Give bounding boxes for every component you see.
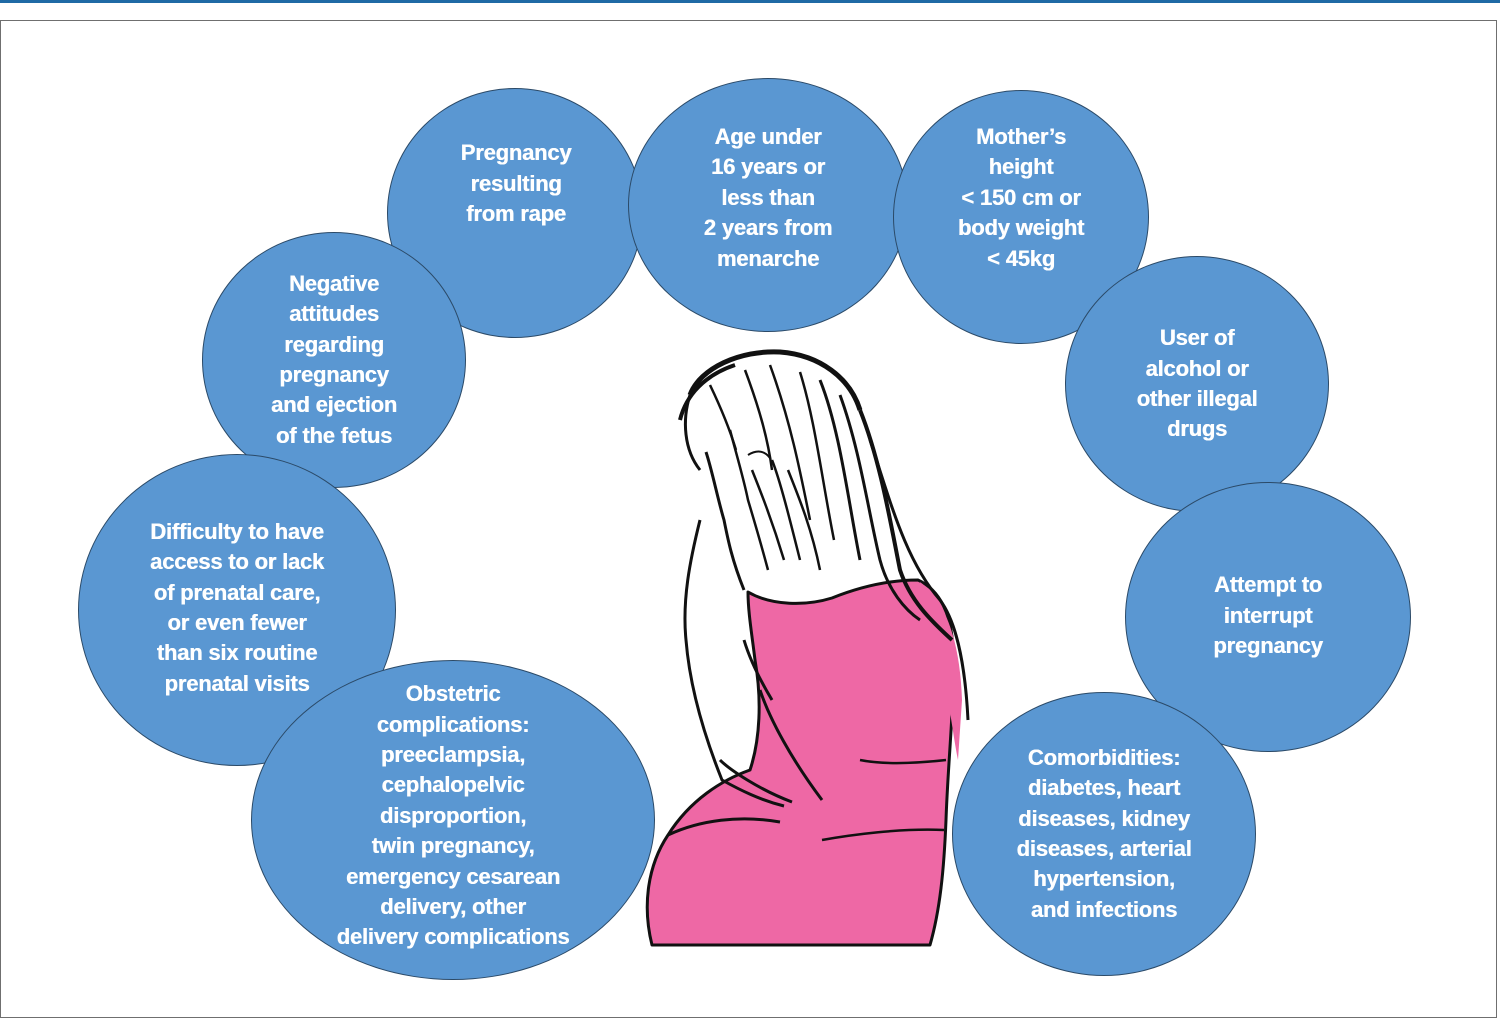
- risk-circle-rape-text: Pregnancy resulting from rape: [460, 140, 572, 227]
- risk-circle-attitudes-text: Negative attitudes regarding pregnancy a…: [271, 270, 397, 448]
- risk-circle-age-text: Age under 16 years or less than 2 years …: [703, 123, 833, 271]
- risk-circle-attitudes: Negative attitudes regarding pregnancy a…: [202, 232, 466, 488]
- risk-circle-obstetric: Obstetric complications: preeclampsia, c…: [251, 660, 655, 980]
- top-accent-rule: [0, 0, 1500, 3]
- risk-circle-height-text: Mother’s height < 150 cm or body weight …: [957, 123, 1085, 271]
- sad-pregnant-woman-icon: [645, 349, 970, 947]
- risk-circle-drugs: User of alcohol or other illegal drugs: [1065, 256, 1329, 512]
- risk-circle-comorbidities: Comorbidities: diabetes, heart diseases,…: [952, 692, 1256, 976]
- risk-circle-prenatal-text: Difficulty to have access to or lack of …: [150, 518, 324, 696]
- risk-circle-obstetric-text: Obstetric complications: preeclampsia, c…: [336, 681, 570, 950]
- risk-circle-comorbidities-text: Comorbidities: diabetes, heart diseases,…: [1016, 744, 1192, 922]
- risk-circle-drugs-text: User of alcohol or other illegal drugs: [1136, 325, 1258, 442]
- risk-circle-interrupt-text: Attempt to interrupt pregnancy: [1213, 572, 1323, 659]
- risk-circle-age: Age under 16 years or less than 2 years …: [628, 78, 908, 332]
- figure-frame: [0, 20, 1497, 1018]
- risk-circle-prenatal: Difficulty to have access to or lack of …: [78, 454, 396, 766]
